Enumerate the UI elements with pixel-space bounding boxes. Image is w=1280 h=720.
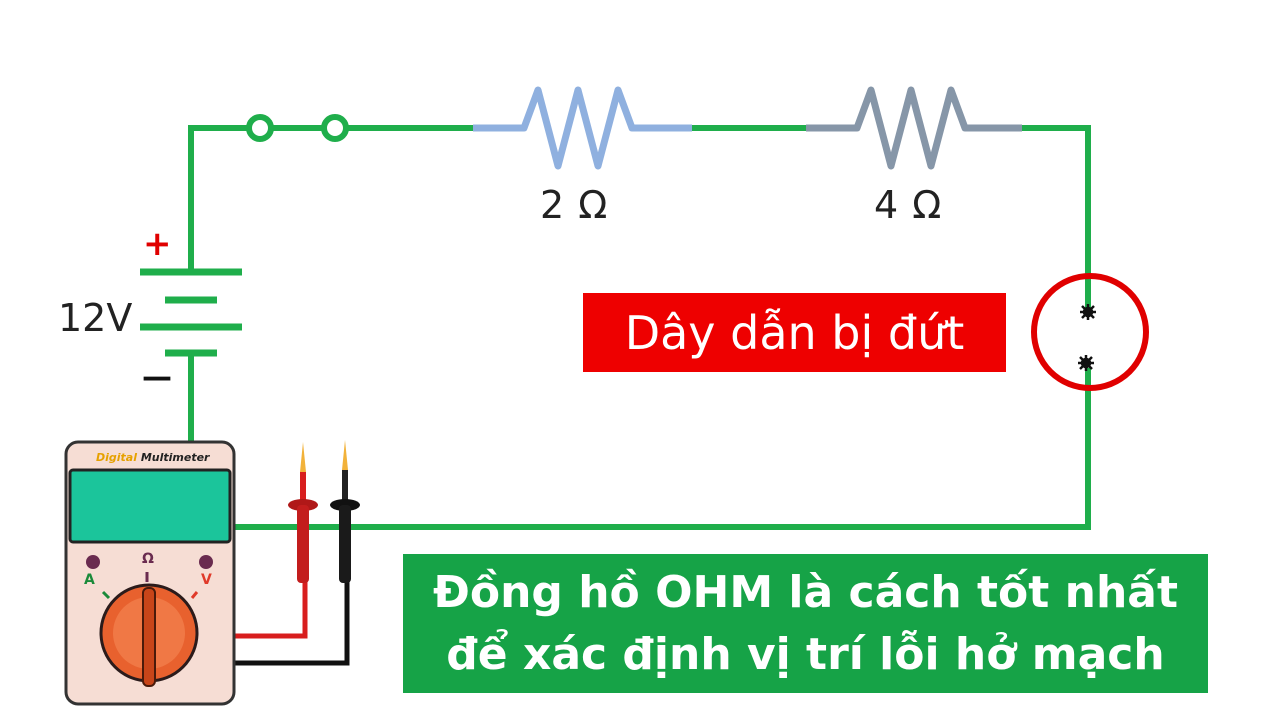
multimeter-brand-accent: Digital: [96, 451, 137, 464]
broken-wire-callout: Dây dẫn bị đứt: [583, 293, 1006, 372]
battery-plus-sign: +: [143, 224, 172, 264]
battery-minus-sign: —: [142, 360, 172, 395]
red-probe[interactable]: [288, 442, 318, 583]
multimeter: [64, 440, 236, 706]
broken-wire-ends: [1078, 304, 1096, 371]
battery-symbol: [140, 268, 242, 357]
dial-mode-ohm: Ω: [142, 551, 154, 567]
resistor-label-4-ohm: 4 Ω: [874, 183, 943, 227]
switch-terminal-left: [246, 114, 274, 142]
ohmmeter-tip-callout: Đồng hồ OHM là cách tốt nhất để xác định…: [403, 554, 1208, 693]
resistor-label-2-ohm: 2 Ω: [540, 183, 609, 227]
black-probe[interactable]: [330, 440, 360, 583]
red-probe-lead: [235, 580, 308, 639]
open-switch: [246, 114, 349, 142]
tip-line-1: Đồng hồ OHM là cách tốt nhất: [432, 566, 1178, 618]
dial-mode-v: V: [201, 572, 212, 588]
black-probe-lead: [235, 580, 350, 666]
port-a: [86, 555, 100, 569]
resistor-2-ohm: [473, 86, 692, 170]
multimeter-brand-rest: Multimeter: [137, 451, 210, 464]
broken-wire-text: Dây dẫn bị đứt: [624, 305, 965, 360]
tip-line-2: để xác định vị trí lỗi hở mạch: [446, 628, 1165, 680]
dial-mode-a: A: [84, 572, 95, 588]
resistor-4-ohm: [806, 86, 1022, 170]
fault-highlight-circle: [1031, 273, 1149, 391]
circuit-wire: [188, 125, 1091, 530]
multimeter-display: [68, 468, 232, 544]
switch-terminal-right: [321, 114, 349, 142]
dial-pointer: [142, 587, 156, 687]
port-v: [199, 555, 213, 569]
multimeter-brand-label: Digital Multimeter: [96, 451, 209, 464]
battery-voltage-label: 12V: [58, 296, 133, 340]
